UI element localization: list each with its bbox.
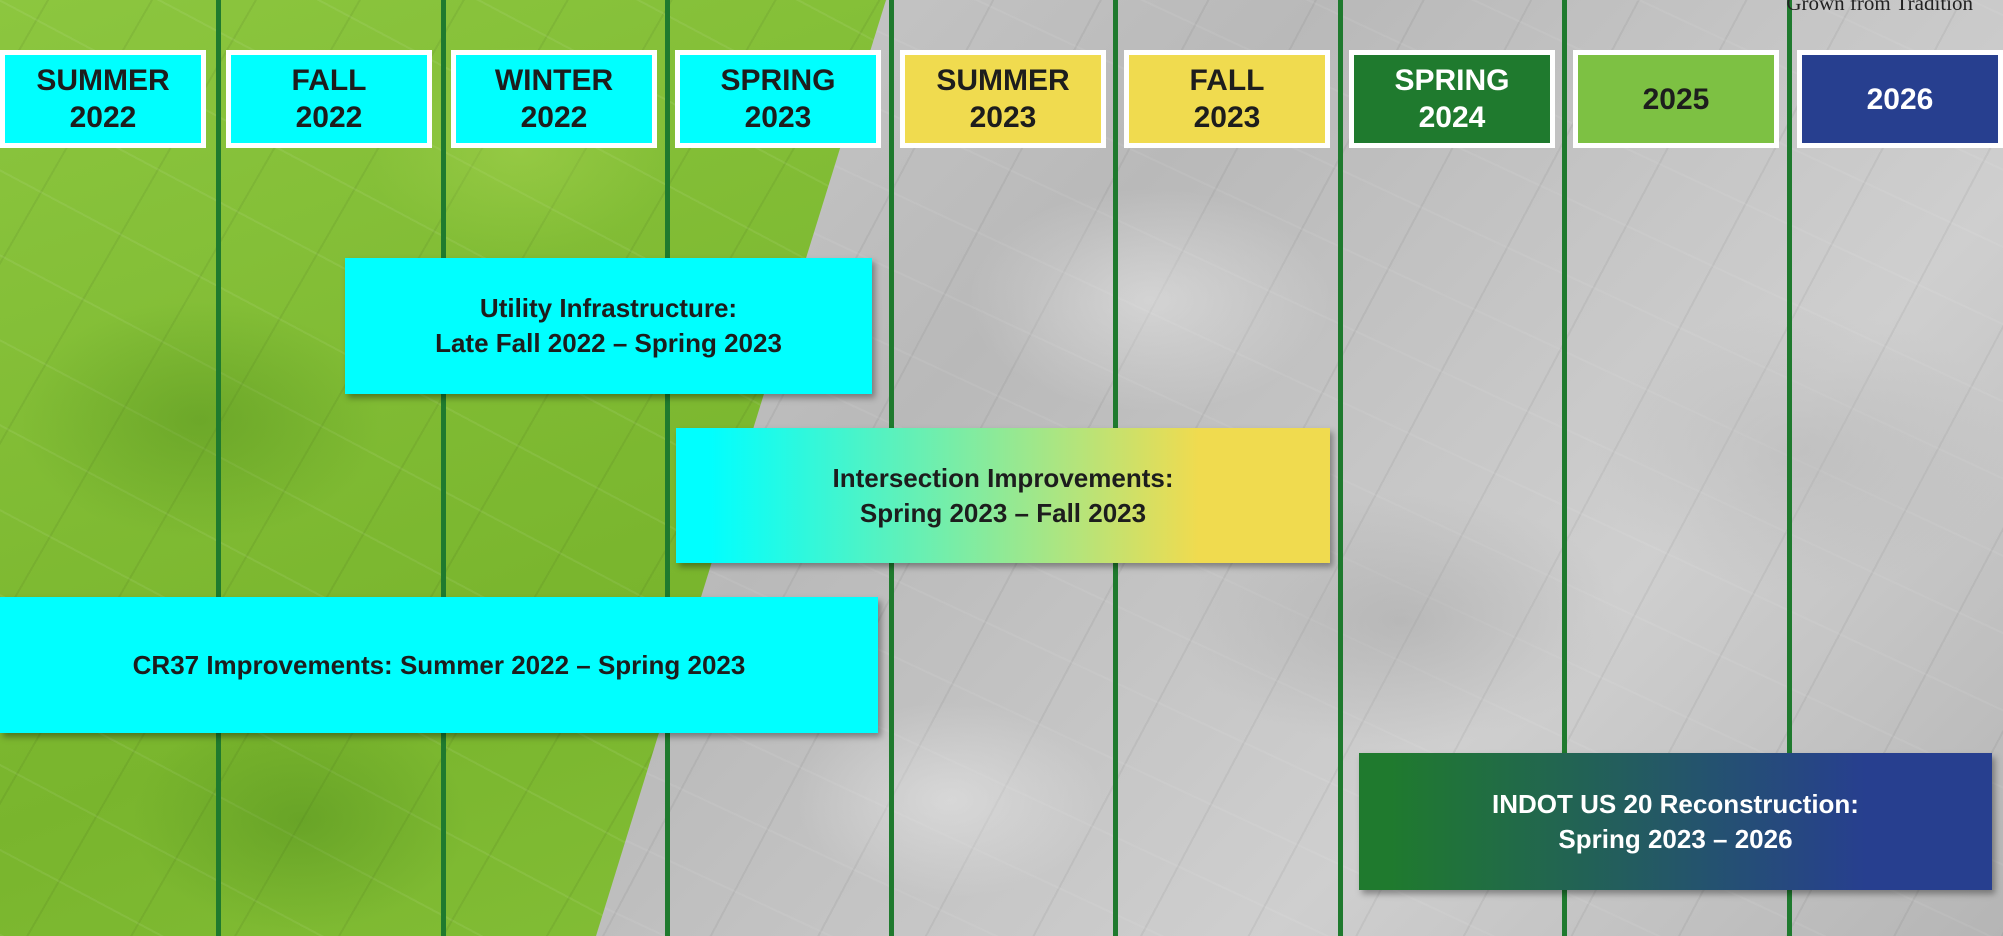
- period-2026: 2026: [1797, 50, 2003, 148]
- period-label-line2: 2022: [69, 101, 137, 134]
- task-label-line2: Late Fall 2022 – Spring 2023: [435, 328, 782, 358]
- period-fall-2023: FALL 2023: [1124, 50, 1330, 148]
- period-label-line2: 2022: [295, 101, 363, 134]
- task-label-line2: Spring 2023 – 2026: [1558, 823, 1793, 854]
- period-label-line1: SUMMER: [36, 64, 170, 97]
- task-indot-us20-reconstruction: INDOT US 20 Reconstruction: Spring 2023 …: [1359, 753, 1992, 890]
- task-utility-infrastructure: Utility Infrastructure: Late Fall 2022 –…: [345, 258, 872, 394]
- period-label-line1: SPRING: [1394, 64, 1510, 97]
- tagline: Grown from Tradition: [1786, 0, 1973, 15]
- period-label-line1: WINTER: [494, 64, 614, 97]
- timeline-divider: [1787, 0, 1792, 936]
- period-summer-2022: SUMMER 2022: [0, 50, 206, 148]
- period-label-line2: 2024: [1418, 101, 1486, 134]
- period-label-line1: 2026: [1866, 82, 1934, 116]
- period-label-line1: FALL: [291, 64, 367, 97]
- period-label-line2: 2022: [520, 101, 588, 134]
- timeline-divider: [216, 0, 221, 936]
- period-label-line1: 2025: [1642, 82, 1710, 116]
- timeline-divider: [1562, 0, 1567, 936]
- timeline-divider: [441, 0, 446, 936]
- timeline-divider: [1338, 0, 1343, 936]
- task-label-line1: Utility Infrastructure:: [479, 293, 738, 323]
- period-winter-2022: WINTER 2022: [451, 50, 657, 148]
- period-label-line2: 2023: [1193, 101, 1261, 134]
- task-label-line1: CR37 Improvements: Summer 2022 – Spring …: [132, 649, 746, 680]
- period-2025: 2025: [1573, 50, 1779, 148]
- task-intersection-improvements: Intersection Improvements: Spring 2023 –…: [676, 428, 1330, 563]
- task-cr37-improvements: CR37 Improvements: Summer 2022 – Spring …: [0, 597, 878, 733]
- period-label-line2: 2023: [744, 101, 812, 134]
- task-label-line1: INDOT US 20 Reconstruction:: [1492, 788, 1859, 819]
- period-spring-2024: SPRING 2024: [1349, 50, 1555, 148]
- period-fall-2022: FALL 2022: [226, 50, 432, 148]
- task-label-line2: Spring 2023 – Fall 2023: [859, 497, 1147, 528]
- timeline-divider: [665, 0, 670, 936]
- period-label-line1: FALL: [1189, 64, 1265, 97]
- period-label-line1: SUMMER: [936, 64, 1070, 97]
- period-label-line1: SPRING: [720, 64, 836, 97]
- task-label-line1: Intersection Improvements:: [832, 462, 1174, 493]
- period-spring-2023: SPRING 2023: [675, 50, 881, 148]
- period-summer-2023: SUMMER 2023: [900, 50, 1106, 148]
- period-label-line2: 2023: [969, 101, 1037, 134]
